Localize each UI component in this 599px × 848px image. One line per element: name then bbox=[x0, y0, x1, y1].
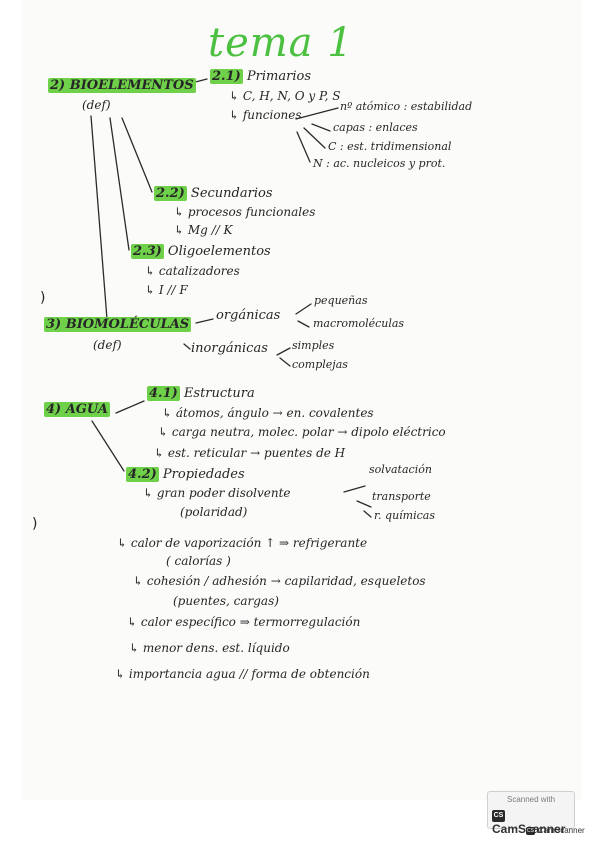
organicas-item: macromoléculas bbox=[313, 317, 405, 330]
organicas-label: orgánicas bbox=[216, 308, 281, 323]
section-4-heading-text: 4) AGUA bbox=[44, 402, 110, 417]
disolvente-item: solvatación bbox=[369, 463, 432, 476]
funciones-item: C : est. tridimensional bbox=[328, 140, 452, 153]
disolvente-item: transporte bbox=[372, 490, 431, 503]
scanned-with-text: Scanned with bbox=[506, 795, 556, 804]
propiedad-importancia: ↳ importancia agua // forma de obtención bbox=[115, 667, 370, 681]
margin-bracket: ) bbox=[40, 290, 46, 306]
section-4-heading: 4) AGUA bbox=[44, 402, 110, 417]
disolvente-item: r. químicas bbox=[374, 509, 435, 522]
propiedad-calor-especifico: ↳ calor específico ⇒ termorregulación bbox=[127, 615, 361, 629]
section-2-heading-text: 2) BIOELEMENTOS bbox=[48, 78, 196, 93]
propiedad-menor-densidad: ↳ menor dens. est. líquido bbox=[129, 641, 290, 655]
subsection-2-2: 2.2) Secundarios bbox=[154, 186, 273, 201]
subsection-4-1: 4.1) Estructura bbox=[147, 386, 255, 401]
subsection-2-3-label: Oligoelementos bbox=[167, 244, 271, 259]
subsection-4-2: 4.2) Propiedades bbox=[126, 467, 245, 482]
organicas-item: pequeñas bbox=[314, 294, 368, 307]
subsection-2-1: 2.1) Primarios bbox=[210, 69, 311, 84]
primarios-item: ↳ C, H, N, O y P, S bbox=[229, 89, 341, 103]
secundarios-item: ↳ Mg // K bbox=[174, 223, 233, 237]
section-3-def: (def) bbox=[93, 338, 122, 352]
propiedad-cargas: (puentes, cargas) bbox=[173, 594, 279, 608]
camscanner-footer-text: CamScanner bbox=[538, 826, 585, 835]
inorganicas-label: inorgánicas bbox=[191, 341, 268, 356]
estructura-item: ↳ carga neutra, molec. polar → dipolo el… bbox=[158, 425, 446, 439]
secundarios-item: ↳ procesos funcionales bbox=[174, 205, 316, 219]
notebook-page bbox=[22, 0, 582, 800]
subsection-4-2-label: Propiedades bbox=[162, 467, 245, 482]
section-2-heading: 2) BIOELEMENTOS bbox=[48, 78, 196, 93]
subsection-2-3-number: 2.3) bbox=[131, 244, 164, 259]
funciones-item: nº atómico : estabilidad bbox=[340, 100, 473, 113]
camscanner-logo-icon: CS bbox=[492, 810, 505, 822]
estructura-item: ↳ átomos, ángulo → en. covalentes bbox=[162, 406, 374, 420]
inorganicas-item: simples bbox=[292, 339, 335, 352]
subsection-2-1-number: 2.1) bbox=[210, 69, 243, 84]
propiedad-disolvente: ↳ gran poder disolvente bbox=[143, 486, 291, 500]
subsection-2-1-label: Primarios bbox=[246, 69, 311, 84]
page-title: tema 1 bbox=[208, 20, 354, 66]
section-3-heading-text: 3) BIOMOLÉCULAS bbox=[44, 317, 192, 332]
subsection-4-2-number: 4.2) bbox=[126, 467, 159, 482]
inorganicas-item: complejas bbox=[292, 358, 348, 371]
subsection-4-1-number: 4.1) bbox=[147, 386, 180, 401]
camscanner-small-logo-icon: CS bbox=[526, 827, 535, 835]
section-2-def: (def) bbox=[82, 98, 111, 112]
propiedad-calorias: ( calorías ) bbox=[166, 554, 231, 568]
funciones-item: capas : enlaces bbox=[333, 121, 418, 134]
margin-bracket: ) bbox=[32, 516, 38, 532]
propiedad-polaridad: (polaridad) bbox=[180, 505, 248, 519]
oligoelementos-item: ↳ catalizadores bbox=[145, 264, 240, 278]
oligoelementos-item: ↳ I // F bbox=[145, 283, 188, 297]
primarios-item: ↳ funciones bbox=[229, 108, 302, 122]
propiedad-vaporizacion: ↳ calor de vaporización ↑ ⇒ refrigerante bbox=[117, 536, 368, 550]
estructura-item: ↳ est. reticular → puentes de H bbox=[154, 446, 346, 460]
subsection-2-3: 2.3) Oligoelementos bbox=[131, 244, 271, 259]
propiedad-cohesion: ↳ cohesión / adhesión → capilaridad, esq… bbox=[133, 574, 426, 588]
subsection-4-1-label: Estructura bbox=[183, 386, 255, 401]
section-3-heading: 3) BIOMOLÉCULAS bbox=[44, 317, 192, 332]
subsection-2-2-number: 2.2) bbox=[154, 186, 187, 201]
funciones-item: N : ac. nucleicos y prot. bbox=[313, 157, 446, 170]
subsection-2-2-label: Secundarios bbox=[190, 186, 273, 201]
